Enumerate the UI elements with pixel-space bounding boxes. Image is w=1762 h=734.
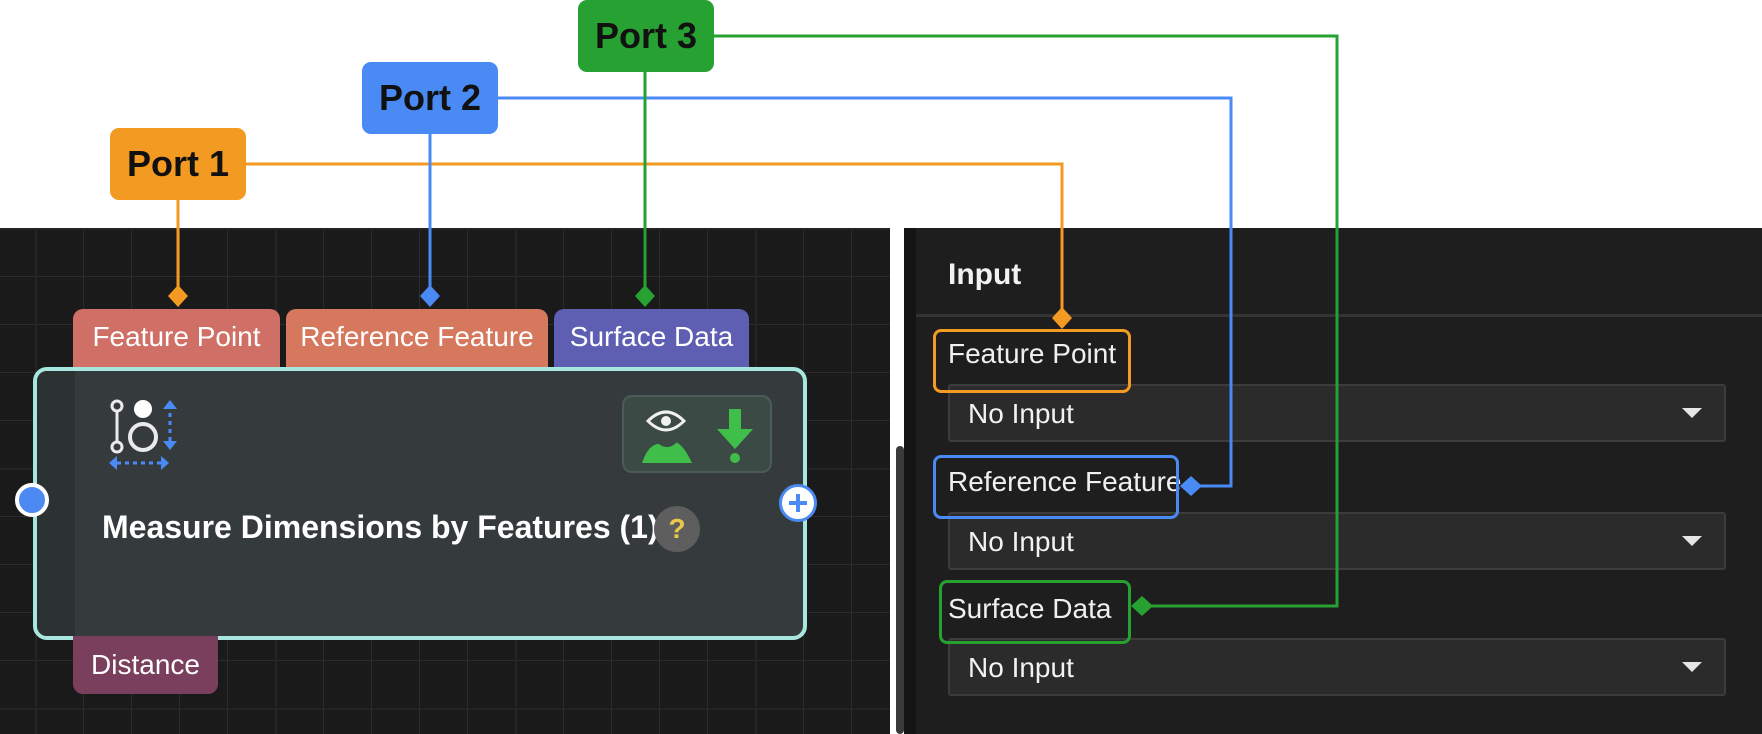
- download-arrow-icon[interactable]: [712, 405, 758, 465]
- panel-header-divider: [916, 314, 1762, 317]
- reference-feature-select[interactable]: No Input: [948, 512, 1726, 570]
- canvas-scrollbar[interactable]: [896, 446, 904, 734]
- panel-divider: [904, 228, 916, 734]
- port-tab-surface-data[interactable]: Surface Data: [554, 309, 749, 367]
- highlight-surface-data: [939, 580, 1131, 644]
- help-icon[interactable]: ?: [654, 506, 700, 552]
- input-port-dot-icon[interactable]: [15, 483, 49, 517]
- callout-port-3: Port 3: [578, 0, 714, 72]
- add-output-port-icon[interactable]: [779, 484, 817, 522]
- node-title: Measure Dimensions by Features (1): [102, 509, 659, 545]
- measure-dimensions-node[interactable]: Measure Dimensions by Features (1) ?: [33, 367, 807, 640]
- select-value: No Input: [968, 526, 1074, 557]
- select-value: No Input: [968, 652, 1074, 683]
- port-tab-feature-point[interactable]: Feature Point: [73, 309, 280, 367]
- highlight-reference-feature: [933, 455, 1179, 519]
- surface-data-select[interactable]: No Input: [948, 638, 1726, 696]
- panel-title: Input: [948, 258, 1022, 291]
- callout-port-1: Port 1: [110, 128, 246, 200]
- callout-port-2: Port 2: [362, 62, 498, 134]
- port-tab-reference-feature[interactable]: Reference Feature: [286, 309, 548, 367]
- measure-dimensions-icon: [107, 397, 189, 479]
- node-action-group: [622, 395, 772, 473]
- output-port-tab-distance[interactable]: Distance: [73, 636, 218, 694]
- select-value: No Input: [968, 398, 1074, 429]
- chevron-down-icon: [1682, 536, 1702, 546]
- highlight-feature-point: [933, 329, 1131, 393]
- chevron-down-icon: [1682, 662, 1702, 672]
- eye-icon[interactable]: [636, 405, 696, 465]
- chevron-down-icon: [1682, 408, 1702, 418]
